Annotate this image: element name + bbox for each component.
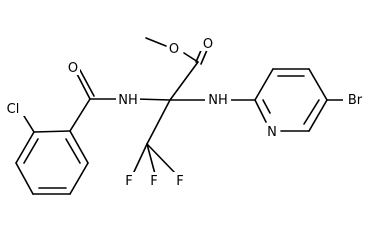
bond-benzene-3 — [15, 162, 34, 195]
atom-amide-nh: NH — [118, 93, 138, 108]
bond-pyridine-4 — [308, 99, 328, 132]
chemical-structure-diagram: O O O NH NH Cl F F F Br N — [2, 35, 367, 195]
bond-pyridine-3 — [308, 68, 328, 101]
bond-cf3-f-mid — [146, 143, 156, 175]
bond-central-amide-nh — [135, 98, 171, 101]
bond-methyl-o — [145, 37, 167, 47]
bond-amide-c-o-2 — [79, 69, 95, 97]
bond-cf3-f-left — [132, 143, 148, 175]
atom-fluorine-right: F — [176, 174, 183, 189]
bond-benzene-5 — [69, 162, 89, 195]
atom-pyridine-nitrogen: N — [267, 125, 277, 140]
atom-fluorine-middle: F — [150, 174, 157, 189]
atom-ester-oxygen: O — [169, 42, 179, 57]
bond-benzene-1 — [33, 130, 71, 133]
bond-carbonyl-central — [169, 61, 199, 101]
bond-amide-c-o-1 — [75, 71, 91, 100]
atom-labels: O O O NH NH Cl F F F Br N — [2, 35, 367, 189]
bond-set — [15, 37, 345, 195]
bond-pyridine-double-2 — [303, 99, 320, 125]
bond-o-carbonyl — [183, 52, 199, 63]
bond-central-cf3 — [146, 99, 171, 145]
bond-benzene-6 — [69, 130, 89, 164]
bond-carbonyl-o-2 — [200, 49, 208, 65]
bond-pyridine-double-3 — [262, 99, 271, 114]
atom-ester-carbonyl-oxygen: O — [203, 37, 213, 52]
atom-amine-nh: NH — [208, 93, 228, 108]
bond-pyridine-6 — [254, 99, 267, 123]
atom-bromine: Br — [348, 93, 363, 108]
bond-pyridine-1 — [254, 68, 274, 101]
bond-amide-c-aryl — [69, 98, 91, 132]
bond-cf3-f-right — [146, 143, 177, 175]
bond-benzene-double-3 — [65, 138, 81, 164]
atom-amide-carbonyl-oxygen: O — [68, 61, 78, 76]
structure-canvas: O O O NH NH Cl F F F Br N — [2, 35, 367, 195]
bond-benzene-double-1 — [23, 138, 39, 164]
bond-benzene-cl — [23, 115, 35, 133]
bond-benzene-2 — [15, 131, 35, 164]
atom-fluorine-left: F — [125, 174, 132, 189]
atom-chlorine: Cl — [7, 102, 20, 117]
